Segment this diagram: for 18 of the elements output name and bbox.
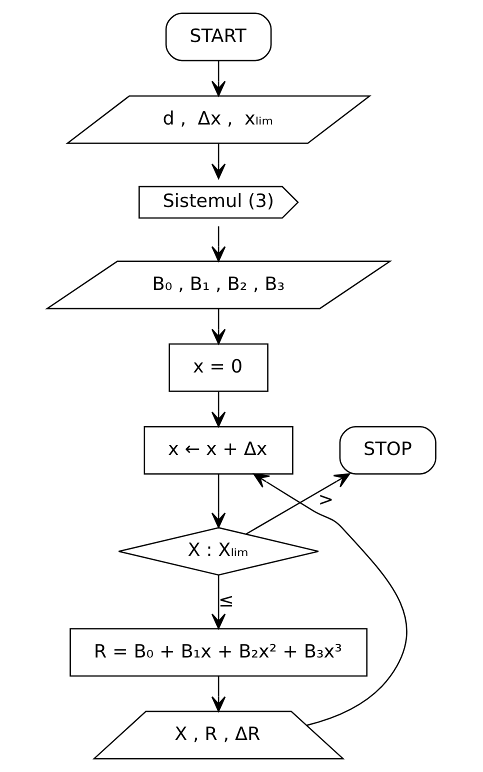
node-box: R = B₀ + B₁x + B₂x² + B₃x³: [70, 628, 368, 677]
arrow: [253, 473, 408, 726]
arrow: [211, 226, 226, 262]
arrow: [211, 144, 226, 180]
node-box: STOP: [339, 426, 436, 475]
edge-label: >: [318, 490, 334, 511]
arrow: [211, 676, 226, 712]
arrow: [211, 309, 226, 344]
arrow: [211, 474, 226, 528]
arrow: [211, 575, 226, 630]
node-diamond: X : Xₗᵢₘ: [118, 527, 320, 576]
node-box: x ← x + Δx: [144, 426, 294, 475]
arrow: [211, 392, 226, 428]
node-box: START: [165, 12, 272, 62]
arrow: [246, 473, 350, 534]
arrow: [211, 60, 226, 96]
edge-label: ≤: [218, 590, 234, 612]
node-box: x = 0: [168, 343, 268, 392]
